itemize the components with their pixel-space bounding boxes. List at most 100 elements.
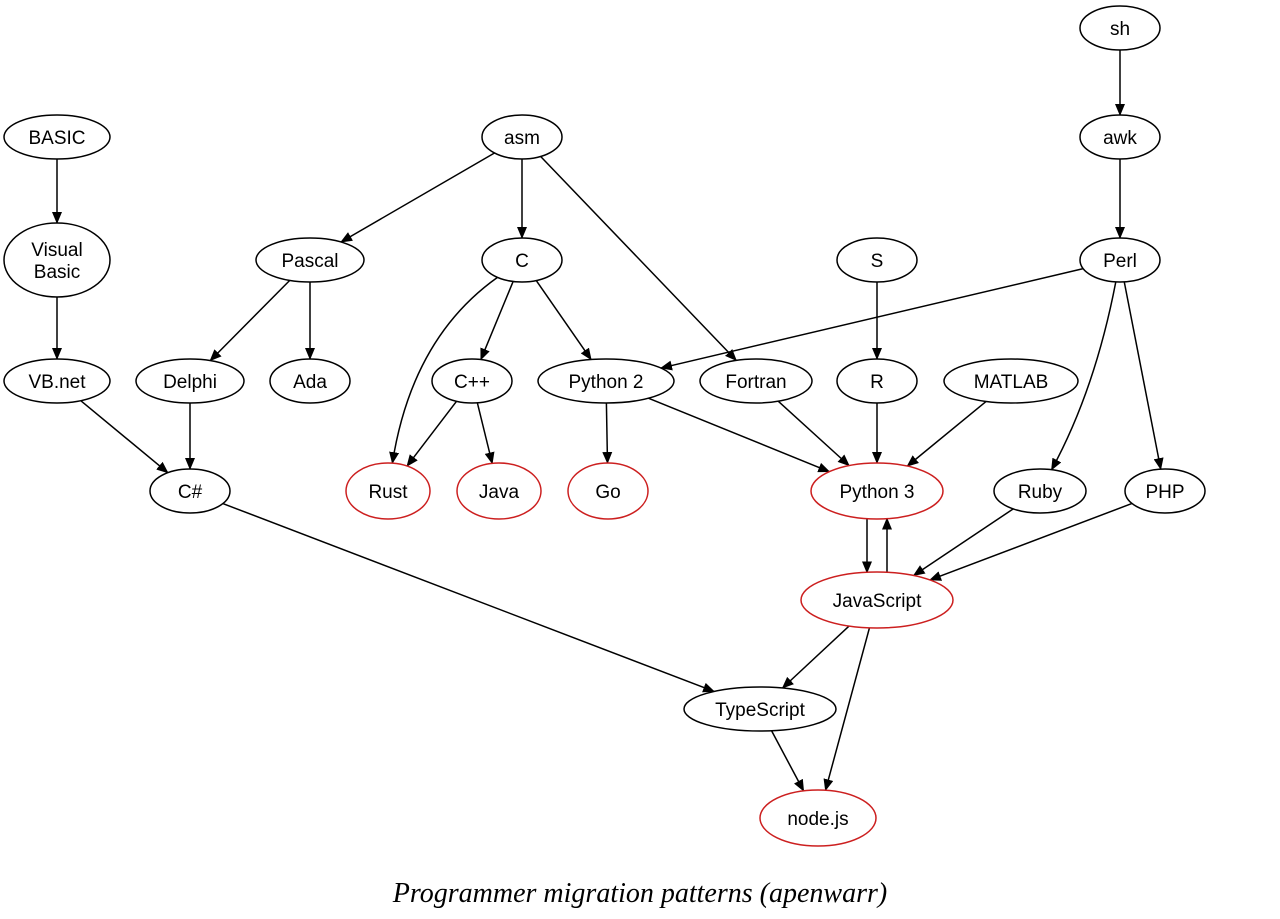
node-vbnet: VB.net [3,358,111,404]
node-shape-matlab [943,358,1079,404]
node-shape-nodejs [759,789,877,847]
edge-pascal-to-delphi [209,279,291,362]
node-shape-basic [3,114,111,160]
node-ruby: Ruby [993,468,1087,514]
node-label-rust: Rust [368,482,408,503]
edge-csharp-to-typescript [222,502,716,693]
node-s: S [836,237,918,283]
diagram-caption: Programmer migration patterns (apenwarr) [392,878,888,909]
node-shape-ada [269,358,351,404]
node-label-asm: asm [504,128,540,149]
edge-typescript-to-nodejs [770,730,805,792]
node-php: PHP [1124,468,1206,514]
edge-cpp-to-java [476,402,495,465]
node-csharp: C# [149,468,231,514]
node-label-c: C [515,251,529,272]
node-label-ruby: Ruby [1018,482,1063,503]
node-shape-cpp [431,358,513,404]
edge-c-to-python2 [535,280,592,361]
node-label-go: Go [595,482,620,503]
edge-matlab-to-python3 [906,400,987,467]
node-python3: Python 3 [810,462,944,520]
node-java: Java [456,462,542,520]
edge-c-to-cpp [480,281,514,361]
edge-cpp-to-rust [406,400,458,467]
edge-asm-to-pascal [340,152,495,243]
node-shape-asm [481,114,563,160]
edge-perl-to-ruby [1050,281,1117,471]
node-shape-delphi [135,358,245,404]
node-label-delphi: Delphi [163,372,217,393]
edge-fortran-to-python3 [777,400,850,467]
edge-javascript-to-typescript [781,625,850,689]
node-label-java: Java [479,482,520,503]
node-label-matlab: MATLAB [974,372,1049,393]
node-rust: Rust [345,462,431,520]
node-c: C [481,237,563,283]
node-label-awk: awk [1103,128,1137,149]
node-shape-perl [1079,237,1161,283]
edge-php-to-javascript [929,502,1133,581]
node-ada: Ada [269,358,351,404]
node-python2: Python 2 [537,358,675,404]
node-label-basic: BASIC [28,128,85,149]
node-shape-fortran [699,358,813,404]
node-label-perl: Perl [1103,251,1137,272]
node-matlab: MATLAB [943,358,1079,404]
edge-vbnet-to-csharp [80,400,169,474]
node-shape-typescript [683,686,837,732]
node-label-python3: Python 3 [840,482,915,503]
node-shape-sh [1079,5,1161,51]
node-label-r: R [870,372,884,393]
node-delphi: Delphi [135,358,245,404]
node-shape-python3 [810,462,944,520]
node-fortran: Fortran [699,358,813,404]
edge-python2-to-go [602,402,613,465]
node-perl: Perl [1079,237,1161,283]
node-label-fortran: Fortran [725,372,786,393]
node-nodejs: node.js [759,789,877,847]
node-pascal: Pascal [255,237,365,283]
node-shape-vbnet [3,358,111,404]
node-shape-javascript [800,571,954,629]
node-shape-python2 [537,358,675,404]
node-label-vbnet: VB.net [28,372,86,393]
node-shape-rust [345,462,431,520]
edges-layer [52,50,1164,792]
node-label-pascal: Pascal [281,251,338,272]
node-label-ada: Ada [293,372,327,393]
edge-ruby-to-javascript [912,508,1014,577]
node-shape-ruby [993,468,1087,514]
node-shape-csharp [149,468,231,514]
edge-python2-to-python3 [648,397,831,473]
edge-asm-to-fortran [540,155,737,362]
node-label-csharp: C# [178,482,203,503]
edge-perl-to-python2 [660,267,1084,371]
node-javascript: JavaScript [800,571,954,629]
node-go: Go [567,462,649,520]
node-label-nodejs: node.js [787,809,848,830]
node-cpp: C++ [431,358,513,404]
node-label-sh: sh [1110,19,1130,40]
node-label-typescript: TypeScript [715,700,805,721]
node-shape-java [456,462,542,520]
node-basic: BASIC [3,114,111,160]
node-label-cpp: C++ [454,372,490,393]
edge-perl-to-php [1123,281,1164,471]
node-asm: asm [481,114,563,160]
node-label-javascript: JavaScript [833,591,922,612]
node-shape-pascal [255,237,365,283]
node-shape-s [836,237,918,283]
edge-c-to-rust [389,276,498,465]
node-label-python2: Python 2 [569,372,644,393]
node-sh: sh [1079,5,1161,51]
node-shape-php [1124,468,1206,514]
node-shape-go [567,462,649,520]
node-shape-c [481,237,563,283]
node-label-s: S [871,251,884,272]
node-r: R [836,358,918,404]
